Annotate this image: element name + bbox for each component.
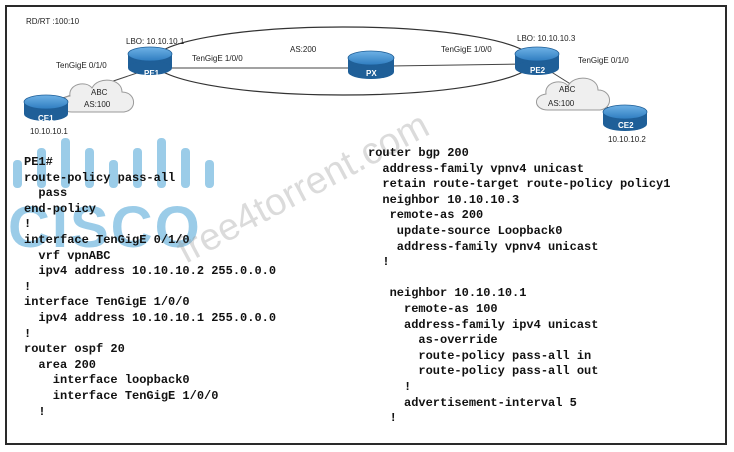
- pe1-name-label: PE1: [144, 69, 160, 78]
- pe2-loopback-label: LBO: 10.10.10.3: [517, 34, 576, 43]
- config-line: route-policy pass-all: [24, 170, 176, 185]
- config-line: interface TenGigE 1/0/0: [24, 295, 190, 310]
- config-line: !: [24, 326, 32, 341]
- config-line: !: [24, 279, 32, 294]
- config-line: update-source Loopback0: [368, 223, 563, 238]
- config-line: !: [368, 255, 390, 270]
- cisco-bars-icon: [13, 138, 214, 188]
- config-line: as-override: [368, 333, 498, 348]
- config-line: ipv4 address 10.10.10.2 255.0.0.0: [24, 264, 277, 279]
- config-line: ipv4 address 10.10.10.1 255.0.0.0: [24, 310, 277, 325]
- config-line: vrf vpnABC: [24, 248, 111, 263]
- bgp-config-block: router bgp 200 address-family vpnv4 unic…: [368, 146, 670, 427]
- pe1-left-interface-label: TenGigE 0/1/0: [56, 61, 107, 70]
- config-line: PE1#: [24, 155, 53, 169]
- config-line: remote-as 200: [368, 208, 484, 223]
- cloud-right-as: AS:100: [548, 99, 575, 108]
- config-line: route-policy pass-all out: [368, 364, 599, 379]
- pe2-name-label: PE2: [530, 66, 546, 75]
- config-line: router bgp 200: [368, 146, 469, 160]
- ce1-name-label: CE1: [38, 114, 54, 123]
- cloud-right-icon: [536, 77, 610, 111]
- pe2-left-interface-label: TenGigE 1/0/0: [441, 45, 492, 54]
- config-line: advertisement-interval 5: [368, 395, 577, 410]
- config-line: interface TenGigE 1/0/0: [24, 388, 219, 403]
- px-name-label: PX: [366, 69, 377, 78]
- config-line: [368, 271, 670, 287]
- config-line: !: [24, 404, 46, 419]
- config-line: retain route-target route-policy policy1: [368, 177, 671, 192]
- core-as-label: AS:200: [290, 45, 317, 54]
- config-line: neighbor 10.10.10.3: [368, 192, 520, 207]
- router-ce1-icon: [23, 94, 69, 121]
- cisco-logo-text: CISCO: [8, 195, 202, 260]
- config-line: address-family ipv4 unicast: [368, 317, 599, 332]
- router-px-icon: [347, 50, 395, 79]
- pe2-right-interface-label: TenGigE 0/1/0: [578, 56, 629, 65]
- cloud-left-name: ABC: [91, 88, 108, 97]
- config-line: !: [368, 379, 412, 394]
- config-line: pass: [24, 186, 68, 201]
- cloud-left-as: AS:100: [84, 100, 111, 109]
- config-line: address-family vpnv4 unicast: [368, 239, 599, 254]
- config-line: area 200: [24, 357, 97, 372]
- config-line: router ospf 20: [24, 342, 125, 357]
- rd-rt-label: RD/RT :100:10: [26, 17, 80, 26]
- config-line: !: [24, 217, 32, 232]
- config-line: !: [368, 411, 397, 426]
- config-line: interface TenGigE 0/1/0: [24, 232, 190, 247]
- ce2-ip-label: 10.10.10.2: [608, 135, 646, 144]
- config-line: neighbor 10.10.10.1: [368, 286, 527, 301]
- config-line: interface loopback0: [24, 373, 190, 388]
- config-line: address-family vpnv4 unicast: [368, 161, 585, 176]
- link-px-pe2: [389, 63, 526, 67]
- router-pe2-icon: [514, 46, 560, 75]
- cloud-right-name: ABC: [559, 85, 576, 94]
- config-line: remote-as 100: [368, 301, 498, 316]
- network-topology-diagram: [23, 26, 648, 131]
- pe1-right-interface-label: TenGigE 1/0/0: [192, 54, 243, 63]
- router-pe1-icon: [127, 46, 173, 75]
- ce2-name-label: CE2: [618, 121, 634, 130]
- config-line: route-policy pass-all in: [368, 348, 592, 363]
- router-ce2-icon: [602, 104, 648, 131]
- config-line: end-policy: [24, 201, 97, 216]
- ce1-ip-label: 10.10.10.1: [30, 127, 68, 136]
- pe1-loopback-label: LBO: 10.10.10.1: [126, 37, 185, 46]
